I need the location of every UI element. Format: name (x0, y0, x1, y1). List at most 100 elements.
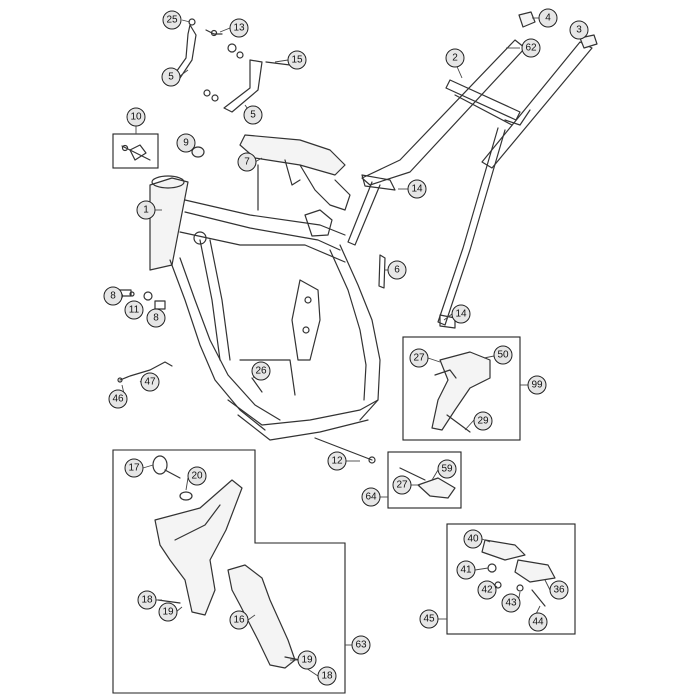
callout-40: 40 (463, 529, 483, 549)
svg-text:99: 99 (531, 380, 543, 391)
svg-text:41: 41 (460, 565, 472, 576)
svg-text:14: 14 (411, 184, 423, 195)
callout-14a: 14 (407, 179, 427, 199)
frame-guard-63-parts (152, 455, 301, 669)
callout-1: 1 (136, 200, 156, 220)
group-frame-64 (380, 451, 462, 509)
svg-text:5: 5 (250, 110, 256, 121)
svg-text:7: 7 (244, 157, 250, 168)
bolt-12 (314, 437, 376, 464)
callout-41: 41 (456, 560, 476, 580)
svg-text:27: 27 (413, 353, 425, 364)
footpeg-45-parts (481, 539, 556, 607)
callout-27a: 27 (409, 348, 429, 368)
callout-25: 25 (162, 10, 182, 30)
svg-text:12: 12 (331, 456, 343, 467)
svg-text:20: 20 (191, 471, 203, 482)
callout-17: 17 (124, 458, 144, 478)
svg-text:17: 17 (128, 463, 140, 474)
callout-64: 64 (361, 487, 381, 507)
callout-6: 6 (387, 260, 407, 280)
callout-8a: 8 (103, 286, 123, 306)
callout-7: 7 (237, 152, 257, 172)
svg-text:15: 15 (291, 55, 303, 66)
svg-text:40: 40 (467, 534, 479, 545)
svg-text:19: 19 (301, 655, 313, 666)
svg-text:50: 50 (497, 350, 509, 361)
callout-43: 43 (501, 593, 521, 613)
svg-text:27: 27 (396, 480, 408, 491)
callout-2: 2 (445, 48, 465, 68)
clamp-10 (121, 144, 151, 161)
callout-8b: 8 (146, 308, 166, 328)
cap-3 (579, 34, 598, 49)
svg-text:19: 19 (162, 607, 174, 618)
leader-lines (117, 17, 551, 677)
svg-text:5: 5 (168, 72, 174, 83)
svg-text:18: 18 (141, 595, 153, 606)
callout-44: 44 (528, 612, 548, 632)
svg-text:25: 25 (166, 15, 178, 26)
svg-text:26: 26 (255, 366, 267, 377)
callout-29: 29 (473, 411, 493, 431)
callout-9: 9 (176, 133, 196, 153)
svg-text:64: 64 (365, 492, 377, 503)
bracket-7 (239, 134, 351, 211)
group-frame-10 (112, 133, 159, 169)
guard-64-parts (399, 467, 456, 499)
callout-10: 10 (126, 107, 146, 127)
svg-text:6: 6 (394, 265, 400, 276)
callout-47: 47 (140, 372, 160, 392)
svg-text:11: 11 (129, 305, 140, 316)
svg-text:45: 45 (423, 614, 435, 625)
svg-text:3: 3 (576, 25, 582, 36)
hose-47 (117, 361, 173, 383)
callout-13: 13 (229, 18, 249, 38)
callout-63: 63 (351, 635, 371, 655)
main-frame-part (116, 175, 381, 441)
callout-62: 62 (521, 38, 541, 58)
cap-9 (191, 146, 205, 158)
callout-5a: 5 (161, 67, 181, 87)
callout-46: 46 (108, 389, 128, 409)
group-frame-45 (438, 523, 576, 635)
callout-12: 12 (327, 451, 347, 471)
svg-text:16: 16 (233, 615, 245, 626)
svg-text:59: 59 (441, 464, 453, 475)
callout-19a: 19 (158, 602, 178, 622)
callout-99: 99 (527, 375, 547, 395)
group-frame-99 (402, 336, 528, 441)
svg-text:43: 43 (505, 598, 517, 609)
callout-11: 11 (124, 300, 144, 320)
callout-16: 16 (229, 610, 249, 630)
callout-5b: 5 (243, 105, 263, 125)
svg-text:10: 10 (130, 112, 142, 123)
svg-text:42: 42 (481, 585, 493, 596)
callout-18b: 18 (317, 666, 337, 686)
callout-15: 15 (287, 50, 307, 70)
bolt-26 (251, 377, 263, 393)
callout-14b: 14 (451, 304, 471, 324)
callout-4: 4 (538, 8, 558, 28)
callout-42: 42 (477, 580, 497, 600)
svg-text:44: 44 (532, 617, 544, 628)
svg-text:13: 13 (233, 23, 245, 34)
svg-text:62: 62 (525, 43, 537, 54)
svg-text:14: 14 (455, 309, 467, 320)
group-frame-63 (112, 449, 352, 694)
callout-18a: 18 (137, 590, 157, 610)
svg-text:46: 46 (112, 394, 124, 405)
svg-text:9: 9 (183, 138, 189, 149)
callout-19b: 19 (297, 650, 317, 670)
svg-text:2: 2 (452, 53, 458, 64)
callout-20: 20 (187, 466, 207, 486)
svg-text:8: 8 (110, 291, 116, 302)
svg-text:8: 8 (153, 313, 159, 324)
svg-text:63: 63 (355, 640, 367, 651)
callout-3: 3 (569, 20, 589, 40)
cap-4 (518, 11, 536, 28)
callout-27b: 27 (392, 475, 412, 495)
svg-text:18: 18 (321, 671, 333, 682)
